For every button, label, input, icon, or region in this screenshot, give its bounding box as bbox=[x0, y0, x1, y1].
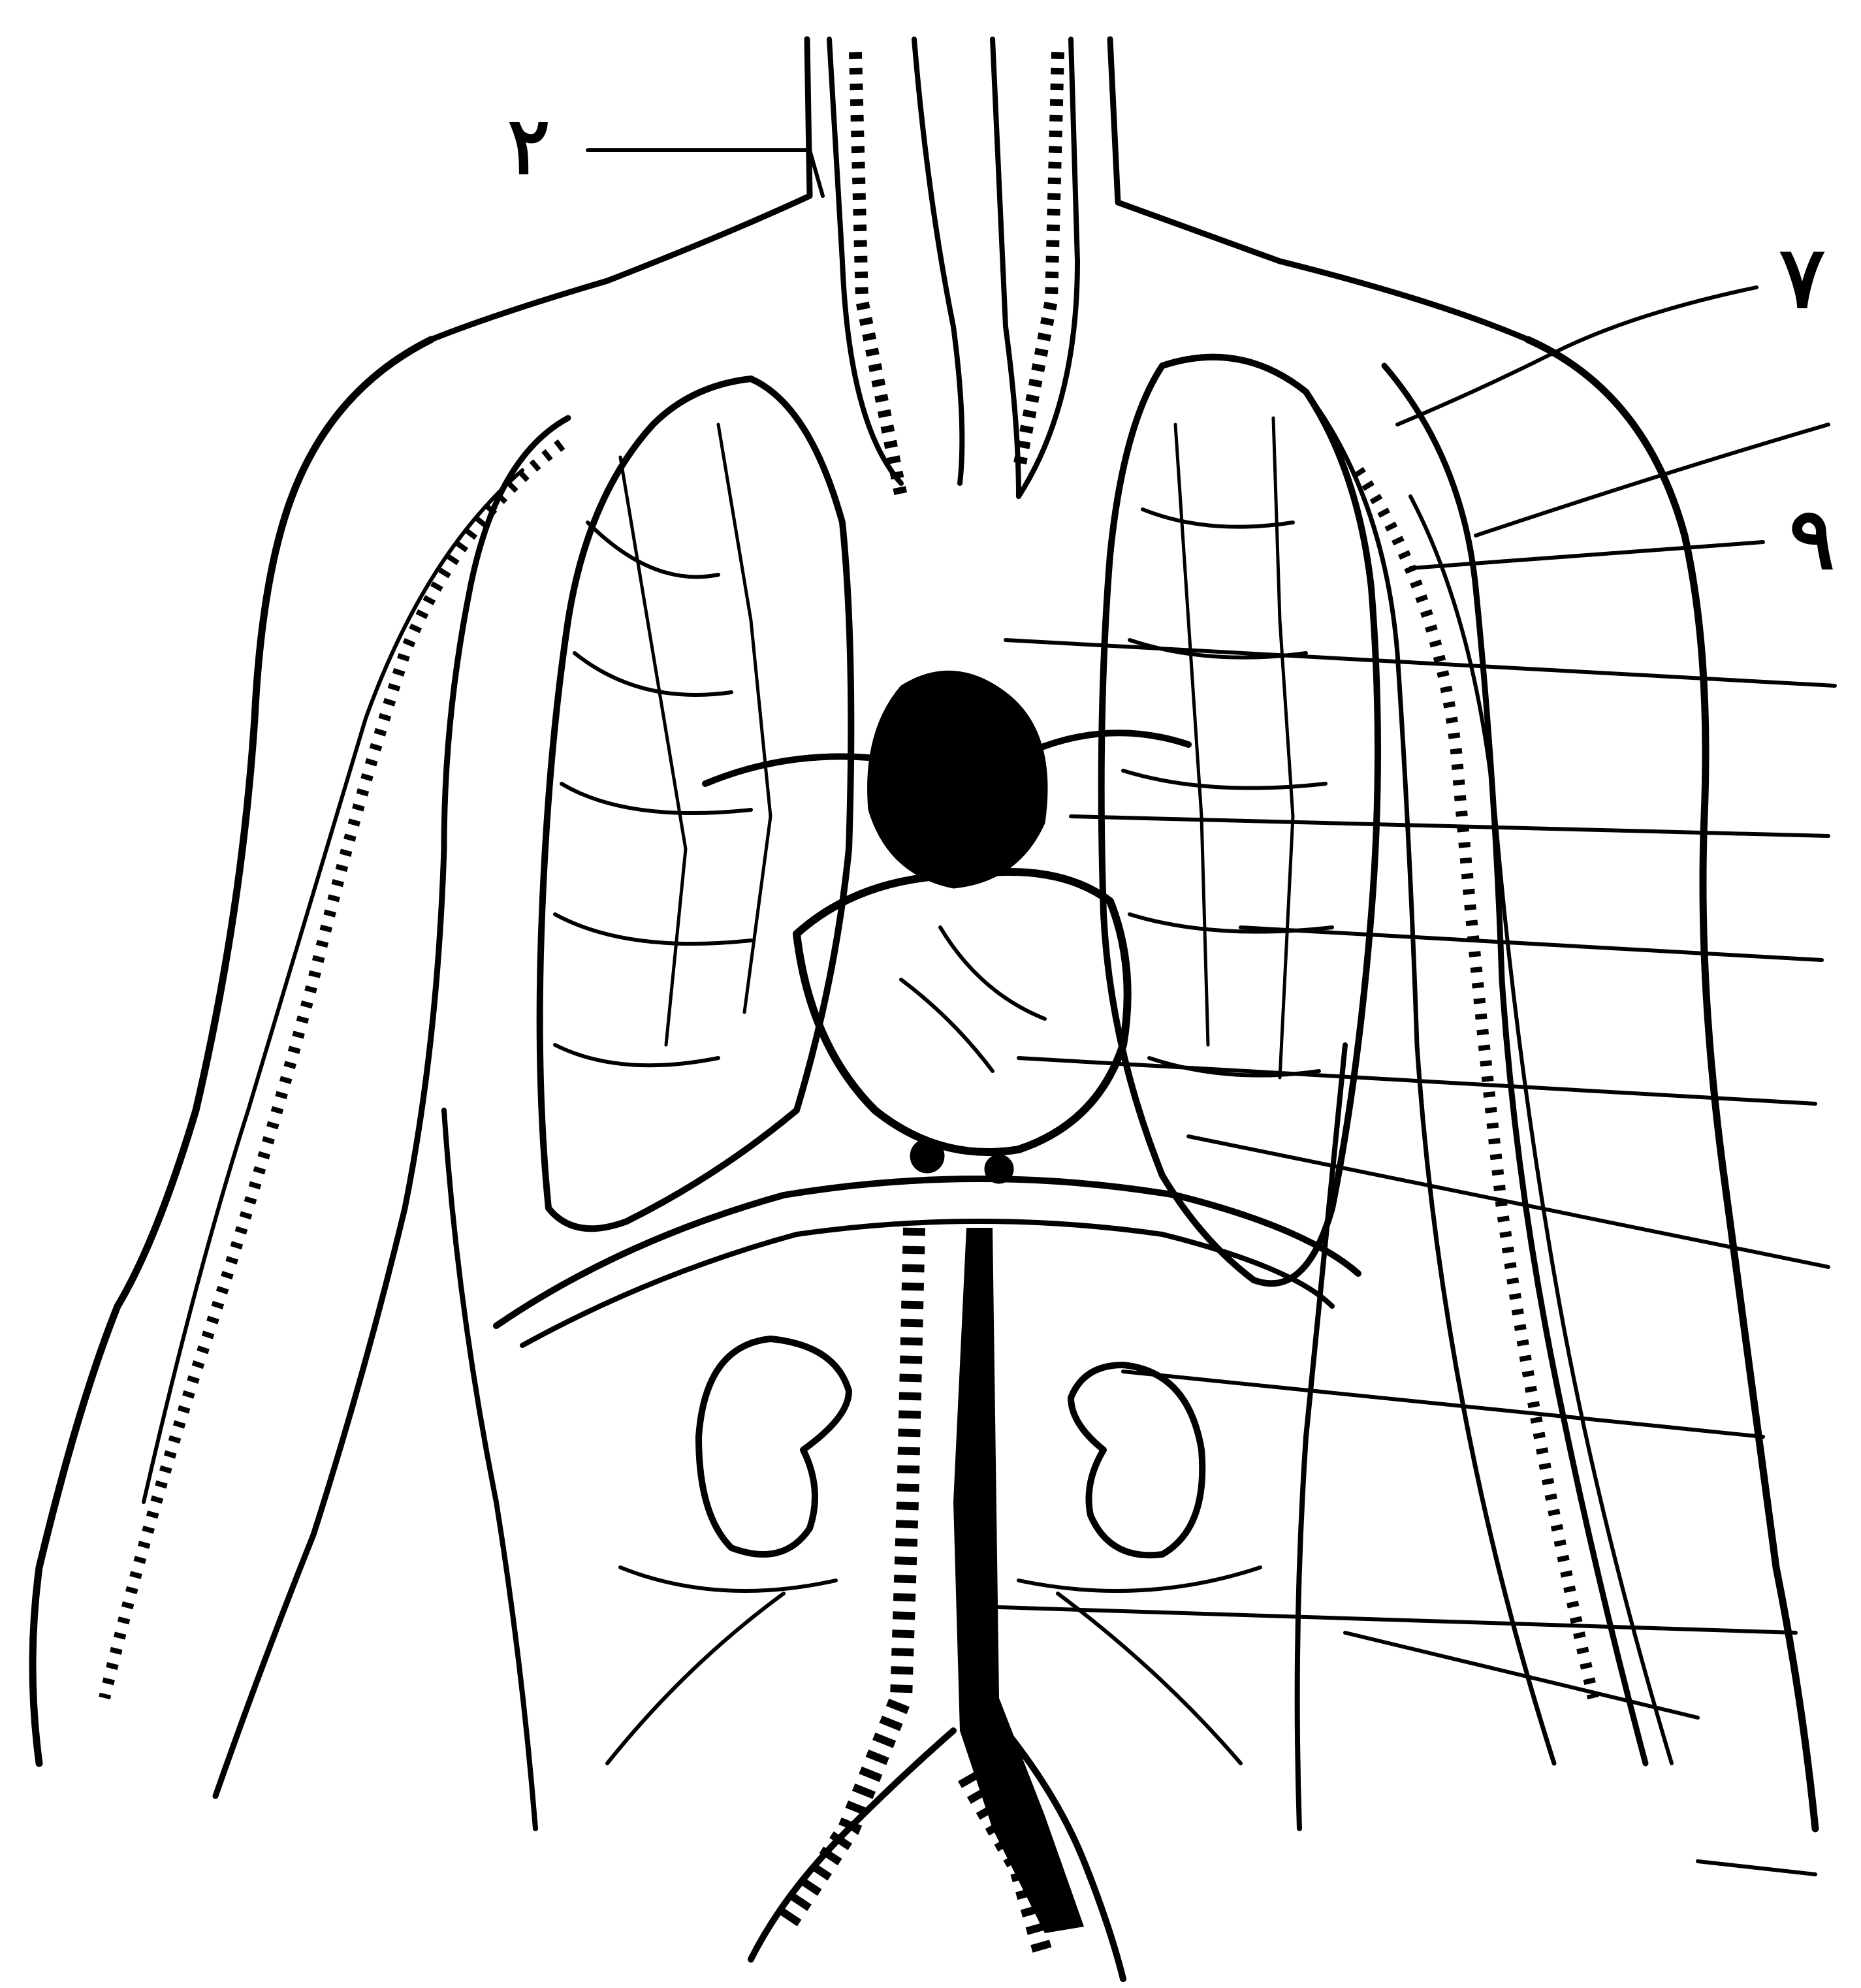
left-kidney bbox=[1071, 1365, 1202, 1555]
arm-vessels bbox=[104, 444, 1672, 1763]
leader-line-15 bbox=[1698, 1861, 1815, 1874]
label-2: ٢ bbox=[508, 100, 550, 192]
right-kidney bbox=[699, 1339, 849, 1554]
right-lung bbox=[540, 379, 851, 1228]
leader-lines bbox=[588, 150, 1835, 1874]
leader-line-12 bbox=[1123, 1371, 1763, 1437]
labels: ٢ ٧ ٩ bbox=[508, 100, 1835, 588]
leader-line-3 bbox=[1476, 425, 1828, 536]
leader-line-2 bbox=[588, 150, 823, 196]
leader-line-8 bbox=[1241, 927, 1822, 960]
leader-line-5 bbox=[1006, 640, 1835, 686]
neck-vessels bbox=[829, 39, 1077, 496]
heart bbox=[705, 671, 1188, 1183]
label-7: ٧ bbox=[1779, 227, 1825, 327]
label-9: ٩ bbox=[1789, 489, 1835, 588]
leader-line-4 bbox=[1410, 542, 1763, 568]
leader-line-6 bbox=[1071, 816, 1828, 836]
abdominal-vessels bbox=[607, 1228, 1260, 1979]
